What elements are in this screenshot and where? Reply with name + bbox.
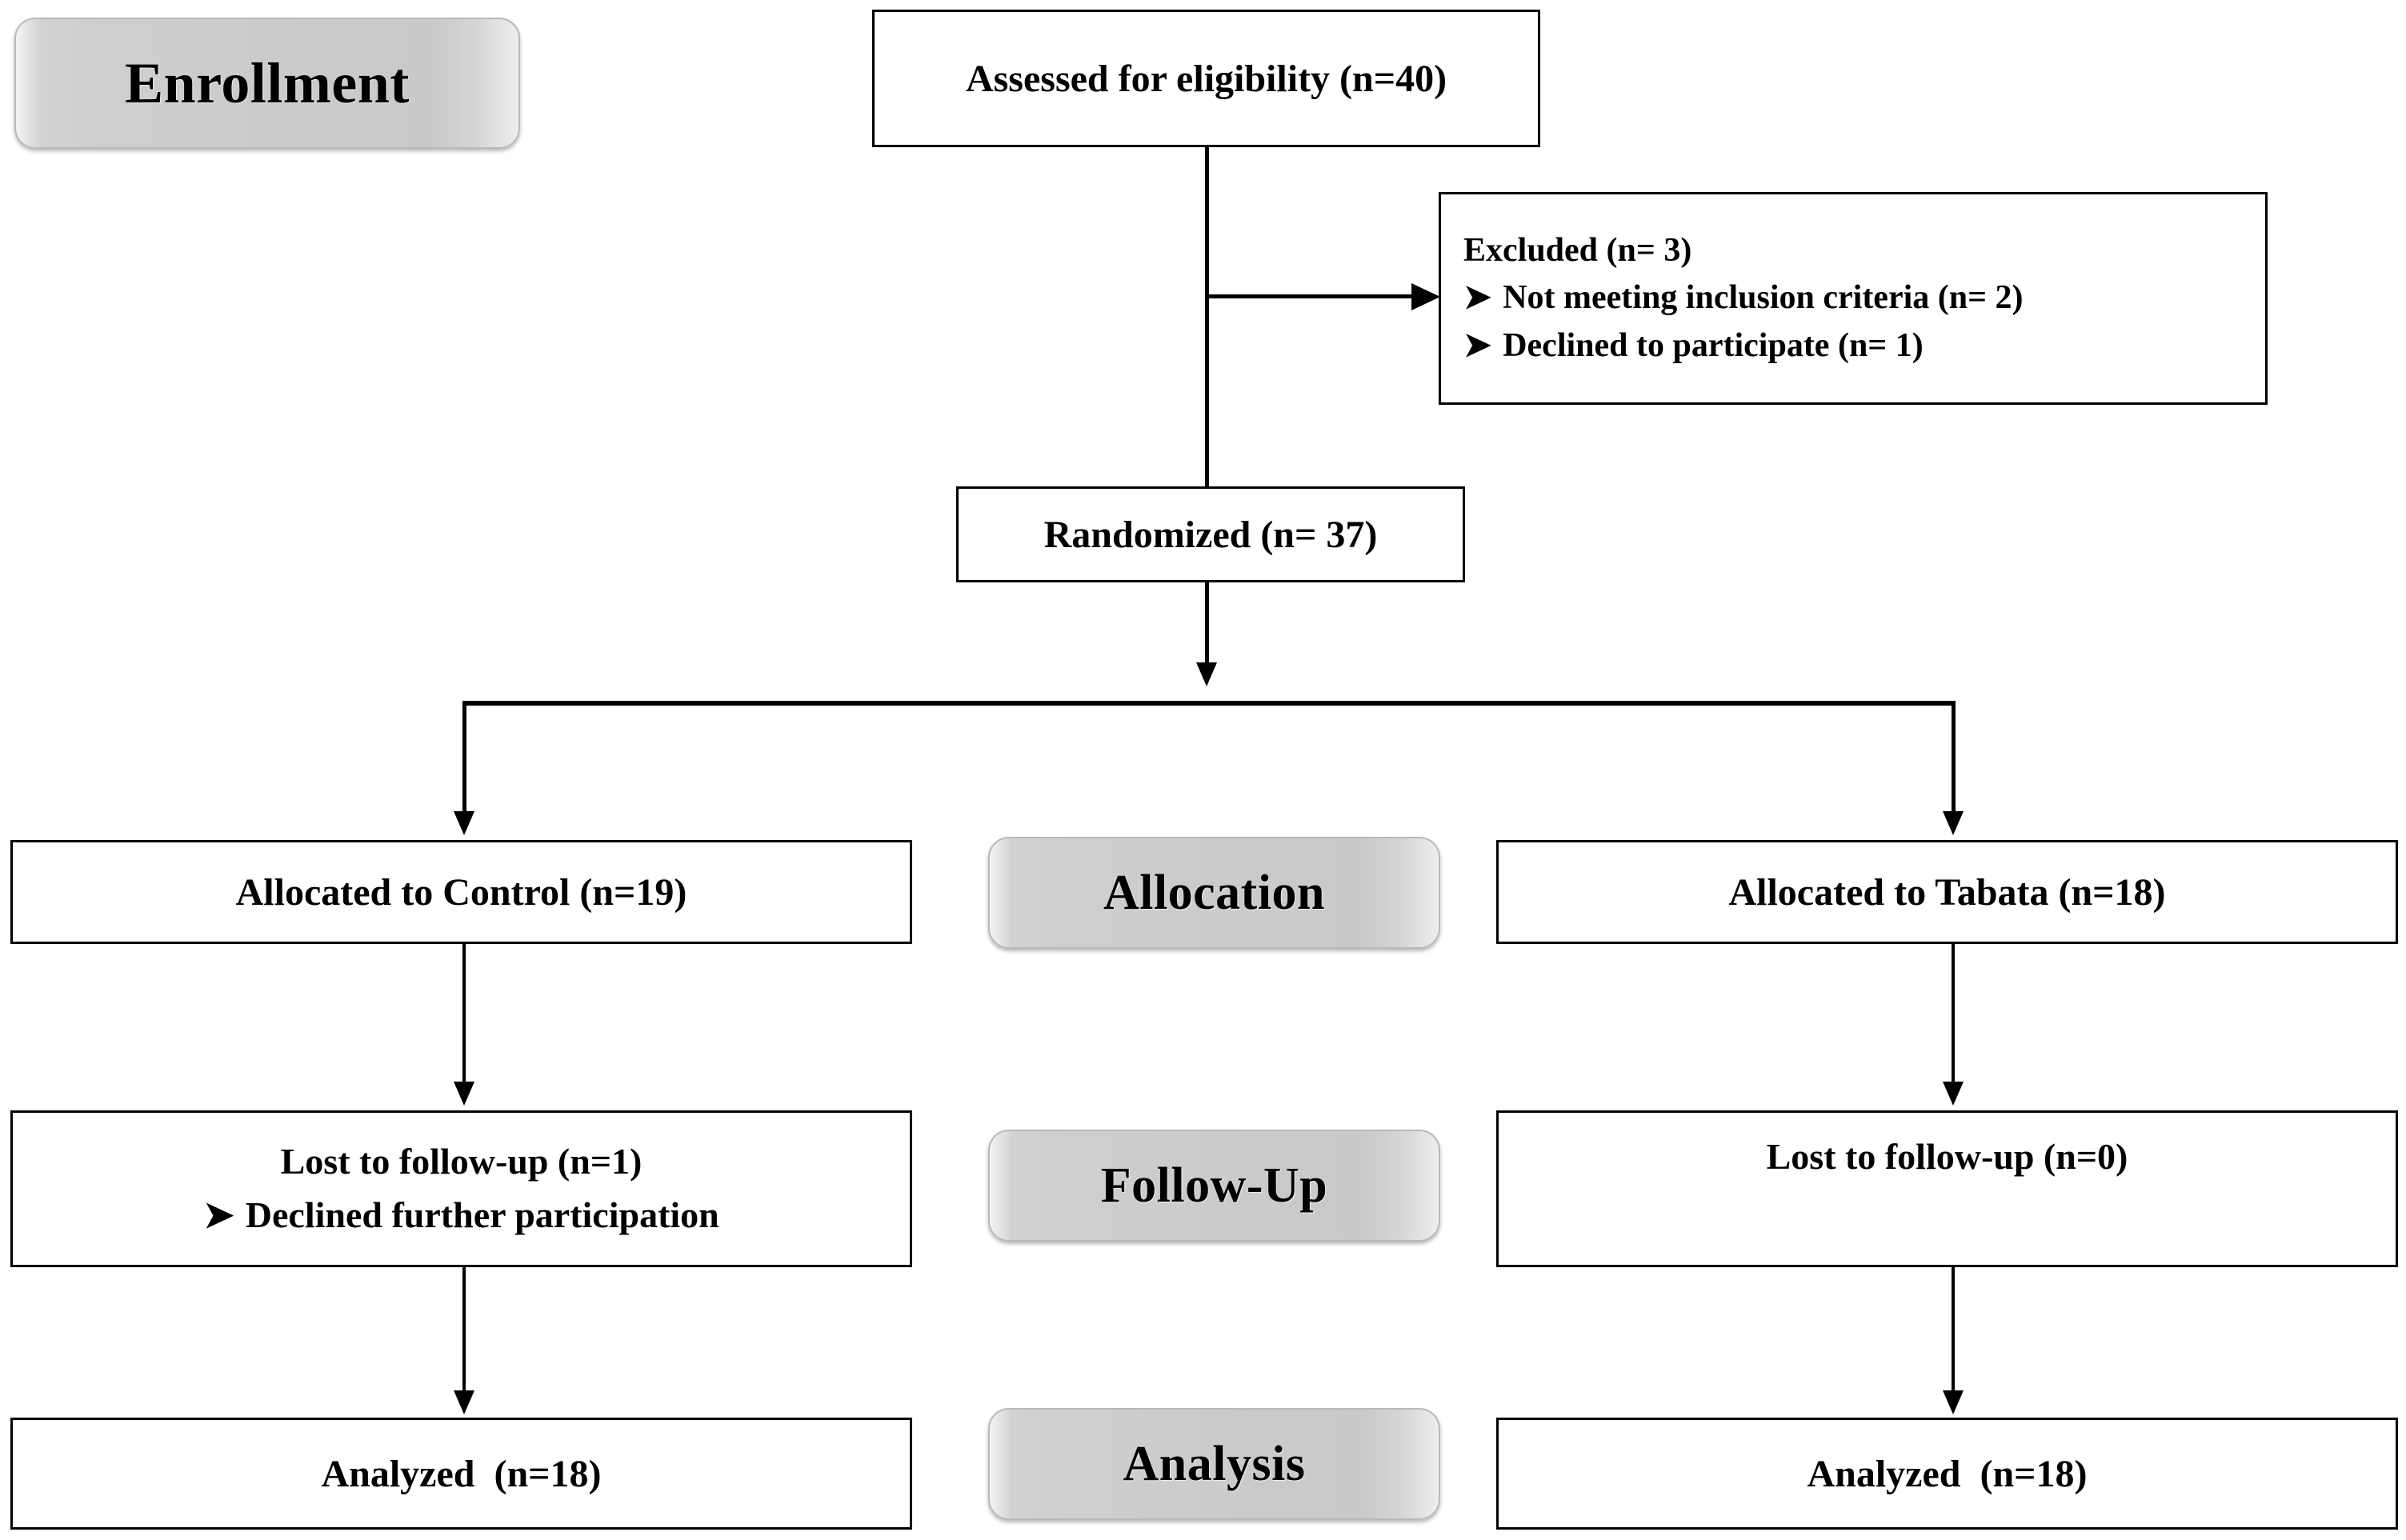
connector-control-followup-to-analysis — [462, 1267, 466, 1394]
node-excluded-reason-1-text: Declined to participate (n= 1) — [1503, 326, 1924, 364]
phase-label-analysis-text: Analysis — [1123, 1436, 1306, 1491]
connector-randomized-stem-arrowhead — [1196, 662, 1217, 686]
phase-label-followup: Follow-Up — [988, 1130, 1440, 1242]
connector-split-bar — [462, 701, 1956, 706]
phase-label-analysis: Analysis — [988, 1408, 1440, 1520]
node-randomized: Randomized (n= 37) — [956, 486, 1465, 582]
phase-label-enrollment: Enrollment — [14, 18, 520, 149]
node-analyzed-control: Analyzed (n=18) — [10, 1418, 912, 1530]
connector-assessed-to-randomized — [1205, 147, 1209, 486]
connector-assessed-to-excluded-arrowhead — [1411, 283, 1440, 310]
arrow-bullet-icon: ➤ — [1463, 279, 1492, 317]
arrow-bullet-icon: ➤ — [1463, 326, 1492, 364]
connector-control-allocation-to-followup — [462, 944, 466, 1085]
phase-label-enrollment-text: Enrollment — [125, 50, 410, 115]
arrow-bullet-icon: ➤ — [203, 1194, 234, 1235]
node-allocated-control-text: Allocated to Control (n=19) — [235, 870, 687, 914]
node-lost-followup-tabata: Lost to follow-up (n=0) — [1496, 1110, 2398, 1267]
node-assessed-text: Assessed for eligibility (n=40) — [965, 57, 1447, 100]
connector-assessed-to-excluded-line — [1207, 294, 1415, 298]
connector-split-left-drop — [462, 701, 466, 816]
phase-label-allocation: Allocation — [988, 837, 1440, 949]
node-lost-followup-control-reason: ➤ Declined further participation — [203, 1189, 719, 1242]
node-analyzed-tabata-text: Analyzed (n=18) — [1807, 1452, 2088, 1495]
node-analyzed-control-text: Analyzed (n=18) — [321, 1452, 602, 1495]
connector-tabata-allocation-to-followup-arrowhead — [1943, 1082, 1964, 1106]
connector-tabata-allocation-to-followup — [1952, 944, 1955, 1085]
node-lost-followup-control: Lost to follow-up (n=1) ➤ Declined furth… — [10, 1110, 912, 1267]
node-allocated-control: Allocated to Control (n=19) — [10, 840, 912, 944]
phase-label-followup-text: Follow-Up — [1100, 1158, 1328, 1213]
connector-control-allocation-to-followup-arrowhead — [454, 1082, 474, 1106]
connector-randomized-stem — [1205, 582, 1209, 670]
node-allocated-tabata-text: Allocated to Tabata (n=18) — [1728, 870, 2166, 914]
node-lost-followup-control-reason-text: Declined further participation — [245, 1194, 719, 1235]
node-excluded-reason-1: ➤ Declined to participate (n= 1) — [1463, 322, 1924, 370]
connector-split-left-arrowhead — [454, 811, 474, 835]
node-lost-followup-control-heading: Lost to follow-up (n=1) — [280, 1141, 643, 1182]
node-excluded-heading: Excluded (n= 3) — [1463, 231, 1692, 269]
node-allocated-tabata: Allocated to Tabata (n=18) — [1496, 840, 2398, 944]
connector-tabata-followup-to-analysis-arrowhead — [1943, 1390, 1964, 1414]
connector-split-right-arrowhead — [1943, 811, 1964, 835]
node-assessed-for-eligibility: Assessed for eligibility (n=40) — [872, 10, 1540, 147]
node-randomized-text: Randomized (n= 37) — [1043, 513, 1378, 556]
connector-tabata-followup-to-analysis — [1952, 1267, 1955, 1394]
connector-split-right-drop — [1952, 701, 1956, 816]
node-excluded-reason-0: ➤ Not meeting inclusion criteria (n= 2) — [1463, 274, 2024, 322]
node-analyzed-tabata: Analyzed (n=18) — [1496, 1418, 2398, 1530]
node-excluded: Excluded (n= 3) ➤ Not meeting inclusion … — [1439, 192, 2268, 405]
phase-label-allocation-text: Allocation — [1103, 865, 1326, 920]
connector-control-followup-to-analysis-arrowhead — [454, 1390, 474, 1414]
node-lost-followup-tabata-heading: Lost to follow-up (n=0) — [1766, 1136, 2128, 1177]
node-excluded-reason-0-text: Not meeting inclusion criteria (n= 2) — [1503, 279, 2024, 317]
